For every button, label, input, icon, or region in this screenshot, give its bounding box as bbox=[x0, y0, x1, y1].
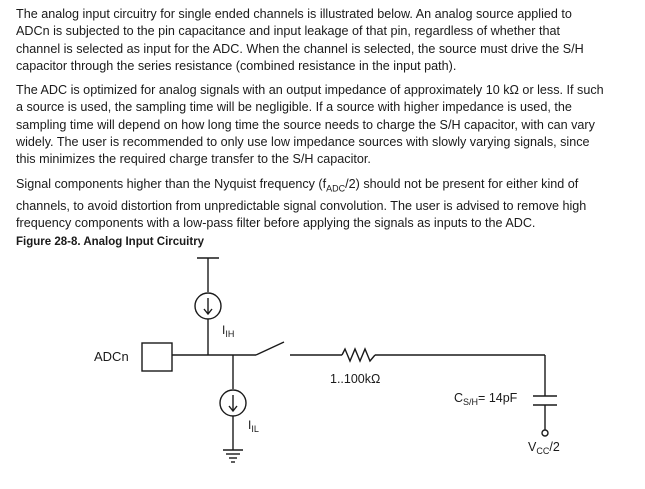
cap-label-value: = 14pF bbox=[478, 391, 518, 405]
text-line: this minimizes the required charge trans… bbox=[16, 152, 371, 167]
vref-label-main: V bbox=[528, 440, 537, 454]
text-line: channel is selected as input for the ADC… bbox=[16, 41, 584, 56]
text-line: frequency components with a low-pass fil… bbox=[16, 216, 536, 231]
vref-label-sub: CC bbox=[536, 446, 549, 456]
iil-arrow-head bbox=[228, 405, 238, 413]
text-line: The analog input circuitry for single en… bbox=[16, 7, 572, 21]
resistance-label: 1..100kΩ bbox=[330, 372, 380, 386]
iih-label-main: I bbox=[222, 323, 225, 337]
subscript-adc: ADC bbox=[326, 183, 346, 194]
series-resistor bbox=[341, 347, 376, 363]
iil-label: IIL bbox=[248, 418, 259, 434]
text-line: a source is used, the sampling time will… bbox=[16, 100, 572, 115]
paragraph-analog-input-intro: The analog input circuitry for single en… bbox=[16, 6, 641, 75]
text-line: Signal components higher than the Nyquis… bbox=[16, 177, 327, 191]
adcn-label: ADCn bbox=[94, 349, 129, 364]
text-line: sampling time will depend on how long ti… bbox=[16, 117, 595, 132]
iil-label-sub: IL bbox=[251, 424, 259, 434]
adcn-pin-box bbox=[141, 342, 173, 372]
iih-arrow-head bbox=[203, 308, 213, 316]
capacitor-label: CS/H= 14pF bbox=[454, 391, 518, 407]
text-line: capacitor through the series resistance … bbox=[16, 58, 457, 73]
figure-caption: Figure 28-8. Analog Input Circuitry bbox=[16, 236, 205, 248]
sample-switch bbox=[255, 341, 285, 356]
vref-label-after: /2 bbox=[549, 440, 559, 454]
vref-terminal bbox=[541, 429, 549, 437]
text-line: widely. The user is recommended to only … bbox=[16, 134, 590, 149]
vref-label: VCC/2 bbox=[528, 440, 560, 456]
text-line: ADCn is subjected to the pin capacitance… bbox=[16, 24, 560, 39]
text-line: /2) should not be present for either kin… bbox=[345, 177, 579, 191]
cap-label-sub: S/H bbox=[463, 397, 478, 407]
text-line: channels, to avoid distortion from unpre… bbox=[16, 198, 587, 213]
cap-label-main: C bbox=[454, 391, 463, 405]
iih-label-sub: IH bbox=[225, 329, 234, 339]
text-line: The ADC is optimized for analog signals … bbox=[16, 83, 604, 97]
paragraph-nyquist: Signal components higher than the Nyquis… bbox=[16, 176, 641, 232]
iil-label-main: I bbox=[248, 418, 251, 432]
paragraph-impedance: The ADC is optimized for analog signals … bbox=[16, 82, 641, 168]
iih-label: IIH bbox=[222, 323, 234, 339]
